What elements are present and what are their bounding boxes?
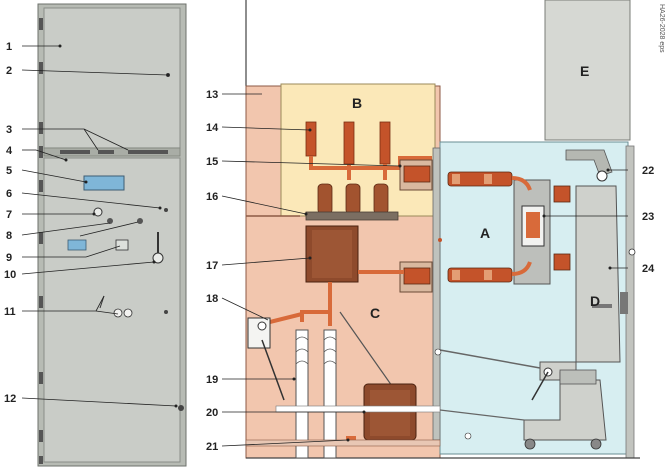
- section-view: [245, 0, 640, 459]
- upper-door: [43, 7, 181, 149]
- callout-4: 4: [6, 145, 13, 157]
- callout-14: 14: [206, 122, 219, 134]
- callout-22: 22: [642, 165, 654, 177]
- callout-5: 5: [6, 165, 12, 177]
- zone-E: E: [580, 63, 589, 79]
- lower-spout: [358, 261, 433, 293]
- callout-13: 13: [206, 89, 218, 101]
- callout-15: 15: [206, 156, 218, 168]
- earthing-switch: [339, 311, 393, 387]
- zone-A: A: [480, 225, 490, 241]
- callout-18: 18: [206, 293, 218, 305]
- callout-leaders: [21, 45, 628, 447]
- callout-9: 9: [6, 252, 12, 264]
- callout-19: 19: [206, 374, 218, 386]
- callout-20: 20: [206, 407, 218, 419]
- circuit-breaker: [447, 171, 571, 285]
- callout-1: 1: [6, 41, 12, 53]
- cables: [295, 329, 337, 459]
- callout-numbers: 1 2 3 4 5 6 7 8 9 10 11 12 13 14 15 16 1…: [4, 41, 655, 453]
- zone-B: B: [352, 95, 362, 111]
- callout-21: 21: [206, 441, 218, 453]
- callout-8: 8: [6, 230, 12, 242]
- support-insulators: [305, 183, 399, 221]
- callout-7: 7: [6, 209, 12, 221]
- inspection-window: [83, 175, 125, 191]
- callout-10: 10: [4, 269, 16, 281]
- zone-D: D: [590, 293, 600, 309]
- earthing-mechanism: [247, 317, 285, 401]
- lower-door: [43, 157, 181, 463]
- drawing-code: HA26-2028 eps: [658, 4, 665, 53]
- upper-spout: [399, 159, 433, 191]
- cable-connection-bar: [300, 282, 332, 322]
- callout-12: 12: [4, 393, 16, 405]
- callout-2: 2: [6, 65, 12, 77]
- callout-11: 11: [4, 306, 16, 318]
- callout-24: 24: [642, 263, 655, 275]
- callout-6: 6: [6, 188, 12, 200]
- callout-23: 23: [642, 211, 654, 223]
- callout-16: 16: [206, 191, 218, 203]
- zone-letters: B C A D E: [352, 63, 600, 321]
- compartment-E: [544, 0, 631, 141]
- callout-3: 3: [6, 124, 12, 136]
- callout-arrowheads: [58, 44, 612, 442]
- zone-C: C: [370, 305, 380, 321]
- breaker-truck: [523, 185, 621, 450]
- shutter-linkage: [439, 349, 541, 369]
- callout-17: 17: [206, 260, 218, 272]
- front-view-panel: [37, 3, 187, 467]
